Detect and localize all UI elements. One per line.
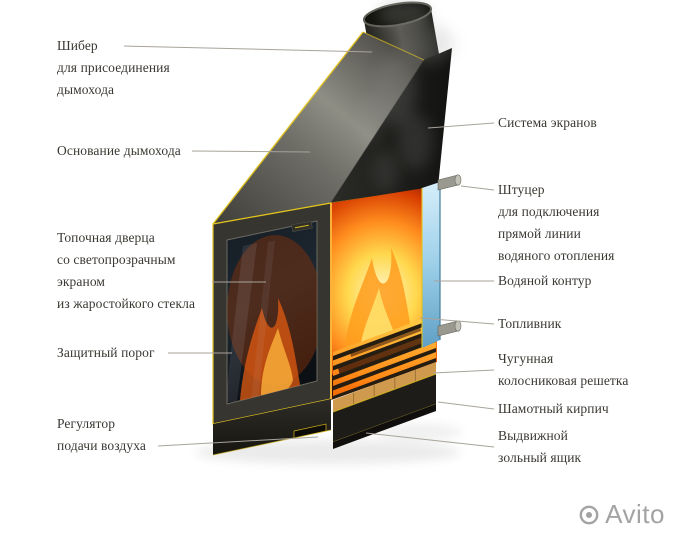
air-regulator-slot [293, 423, 327, 439]
label-fuel-chamber: Топливник [498, 316, 562, 331]
label-chimney-base: Основание дымохода [57, 143, 181, 158]
brand-plate [291, 221, 313, 232]
leader-fitting [460, 185, 495, 191]
firebox-front [212, 202, 332, 456]
label-water-circuit: Водяной контур [498, 273, 592, 288]
water-fitting-bottom [437, 320, 462, 337]
avito-logo-text: Avito [605, 499, 665, 529]
ash-drawer-front [333, 374, 436, 442]
label-firebox-door: Топочная дверца со светопрозрачным экран… [57, 230, 196, 311]
ground-shadow [196, 424, 462, 464]
leader-chimney-damper [123, 45, 373, 53]
label-chimney-damper: Шибер для присоединения дымохода [57, 38, 170, 97]
label-protective-threshold: Защитный порог [57, 345, 155, 360]
water-jacket [421, 174, 462, 348]
leader-lines [123, 45, 495, 448]
label-ash-drawer: Выдвижной зольный ящик [498, 428, 582, 465]
water-jacket-panel [422, 182, 440, 348]
fireclay-brick-strip [333, 362, 436, 412]
label-air-regulator: Регулятор подачи воздуха [57, 416, 146, 453]
firebox-interior [331, 186, 437, 449]
label-fireclay-brick: Шамотный кирпич [498, 401, 609, 416]
base-lip [333, 404, 436, 449]
label-fitting: Штуцер для подключения прямой линии водя… [498, 182, 615, 263]
water-fitting-top [437, 174, 462, 191]
leader-chimney-base [191, 150, 311, 153]
log [338, 334, 430, 376]
smoke [358, 0, 454, 192]
leader-air-regulator [157, 436, 319, 447]
glass-flame-reflection [227, 235, 317, 403]
fire [331, 186, 437, 400]
leader-fireclay-brick [437, 401, 495, 410]
leader-ash-drawer [365, 432, 495, 448]
leader-cast-iron-grate [432, 369, 495, 374]
avito-logo-icon [579, 505, 599, 524]
leader-screen-system [427, 122, 495, 129]
avito-watermark: Avito [578, 499, 665, 530]
label-cast-iron-grate: Чугунная колосниковая решетка [498, 351, 629, 388]
hood-edge-highlight [212, 31, 364, 225]
label-screen-system: Система экранов [498, 115, 597, 130]
hood-front-face [213, 32, 424, 224]
grate-bars [333, 318, 436, 400]
leader-fuel-chamber [419, 317, 495, 325]
